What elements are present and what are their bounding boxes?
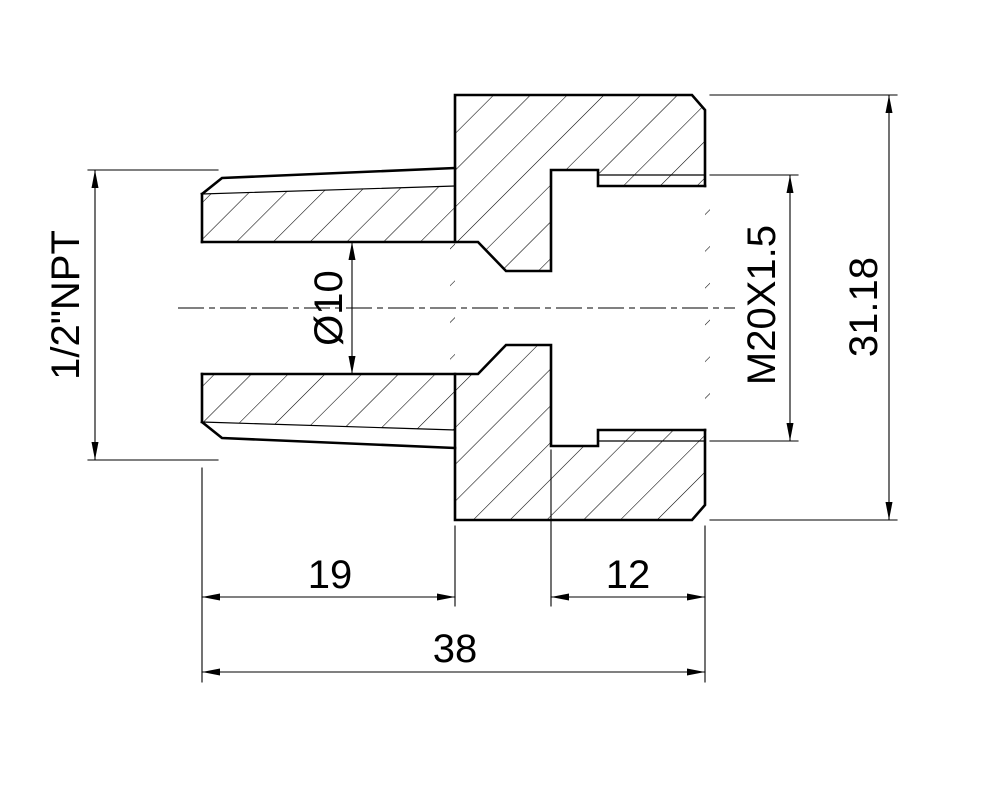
npt-top-hatch-region — [202, 186, 455, 242]
dimension-system: 1/2"NPT Ø10 M20X1.5 31.18 19 12 38 — [44, 94, 898, 683]
dim-overall-length: 38 — [433, 627, 478, 671]
dim-bore-diameter: Ø10 — [307, 270, 351, 346]
extension-lines — [87, 94, 898, 683]
dim-overall-height: 31.18 — [842, 257, 886, 357]
dim-left-thread-length: 19 — [308, 553, 353, 597]
dimension-arrows — [91, 95, 893, 676]
dimension-lines — [94, 94, 890, 673]
hatching — [202, 95, 710, 520]
dim-right-thread-label: M20X1.5 — [740, 225, 784, 385]
thread-detail-lines — [201, 174, 706, 442]
internal-cavity-path — [200, 168, 707, 448]
npt-bottom-hatch-region — [202, 374, 455, 430]
body-hatch-region — [450, 95, 710, 520]
npt-root-lines — [201, 185, 456, 431]
female-thread-major-lines — [597, 174, 706, 442]
part-outline — [200, 93, 707, 522]
body-outline-path — [453, 93, 707, 522]
dim-right-thread-depth: 12 — [606, 553, 651, 597]
dim-left-thread-label: 1/2"NPT — [44, 230, 88, 380]
npt-thread-path — [200, 166, 457, 450]
